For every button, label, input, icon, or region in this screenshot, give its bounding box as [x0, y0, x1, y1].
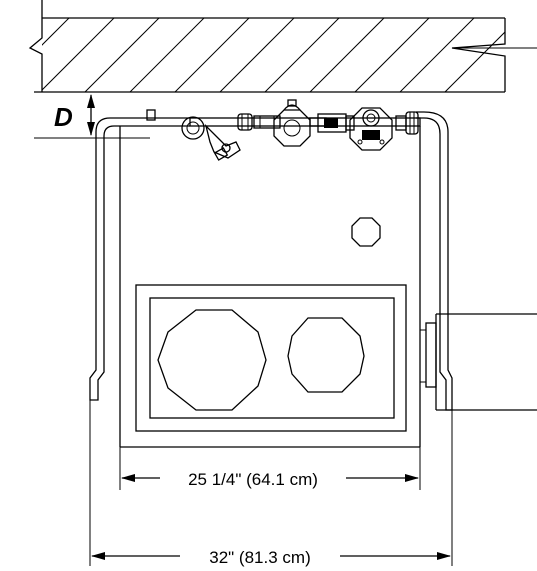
gas-valve-train	[181, 99, 421, 161]
large-opening	[157, 309, 267, 411]
inner-width-dimension: 25 1/4" (64.1 cm)	[119, 447, 421, 490]
outer-width-dimension: 32" (81.3 cm)	[89, 400, 453, 567]
flue-duct	[435, 313, 537, 411]
regulator	[273, 109, 311, 147]
ball-valve	[181, 116, 205, 140]
right-break-line	[451, 18, 506, 92]
left-break-line	[28, 0, 43, 92]
outer-width-label: 32" (81.3 cm)	[209, 548, 310, 567]
main-gas-valve	[349, 107, 393, 151]
clearance-label: D	[54, 102, 73, 132]
front-panel	[135, 284, 407, 432]
inspection-port	[351, 217, 381, 247]
front-panel-inner	[149, 297, 395, 419]
boiler-cabinet	[119, 126, 421, 448]
small-opening	[287, 317, 365, 393]
inner-width-label: 25 1/4" (64.1 cm)	[188, 470, 318, 489]
left-pipe	[89, 109, 190, 401]
strainer	[204, 123, 241, 159]
right-pipe	[416, 111, 453, 411]
clearance-dimension: D	[34, 94, 150, 139]
ceiling-slab	[28, 0, 537, 93]
slab-hatching	[42, 18, 505, 92]
